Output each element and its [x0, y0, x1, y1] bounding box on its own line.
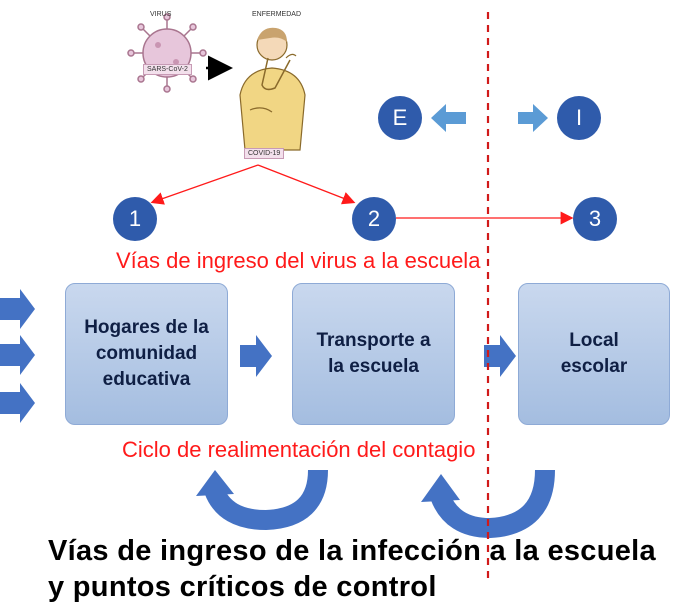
- disease-label: ENFERMEDAD: [252, 11, 302, 18]
- virus-name-tag: SARS-CoV-2: [143, 64, 192, 75]
- incoming-arrow-1: [0, 289, 35, 329]
- arrow-homes-to-transport: [240, 335, 272, 377]
- coughing-person-icon: [239, 27, 306, 151]
- right-arrow-icon: [518, 104, 548, 132]
- feedback-arrow-left: [196, 469, 328, 531]
- step-2-marker: 2: [352, 197, 396, 241]
- transport-box: Transporte a la escuela: [292, 283, 455, 425]
- step-1-marker: 1: [113, 197, 157, 241]
- entry-routes-label: Vías de ingreso del virus a la escuela: [116, 248, 481, 273]
- homes-box-label: Hogares de la comunidad educativa: [84, 317, 209, 390]
- transport-box-label: Transporte a la escuela: [316, 330, 431, 377]
- entry-marker: I: [557, 96, 601, 140]
- red-arrow-to-step-2: [257, 164, 356, 205]
- school-box: Local escolar: [518, 283, 670, 425]
- step-3-marker: 3: [573, 197, 617, 241]
- disease-name-tag: COVID-19: [244, 148, 285, 159]
- left-arrow-icon: [431, 104, 466, 132]
- red-arrow-to-step-1: [150, 164, 259, 205]
- virus-icon: [127, 13, 207, 93]
- virus-label: VIRUS: [150, 11, 172, 18]
- exit-marker: E: [378, 96, 422, 140]
- incoming-arrow-3: [0, 383, 35, 423]
- arrow-transport-to-school: [484, 335, 516, 377]
- diagram-title: Vías de ingreso de la infección a la esc…: [48, 535, 656, 603]
- feedback-cycle-label: Ciclo de realimentación del contagio: [122, 437, 476, 462]
- homes-box: Hogares de la comunidad educativa: [65, 283, 228, 425]
- incoming-arrow-2: [0, 335, 35, 375]
- feedback-arrow-right: [421, 469, 555, 539]
- school-box-label: Local escolar: [560, 330, 628, 377]
